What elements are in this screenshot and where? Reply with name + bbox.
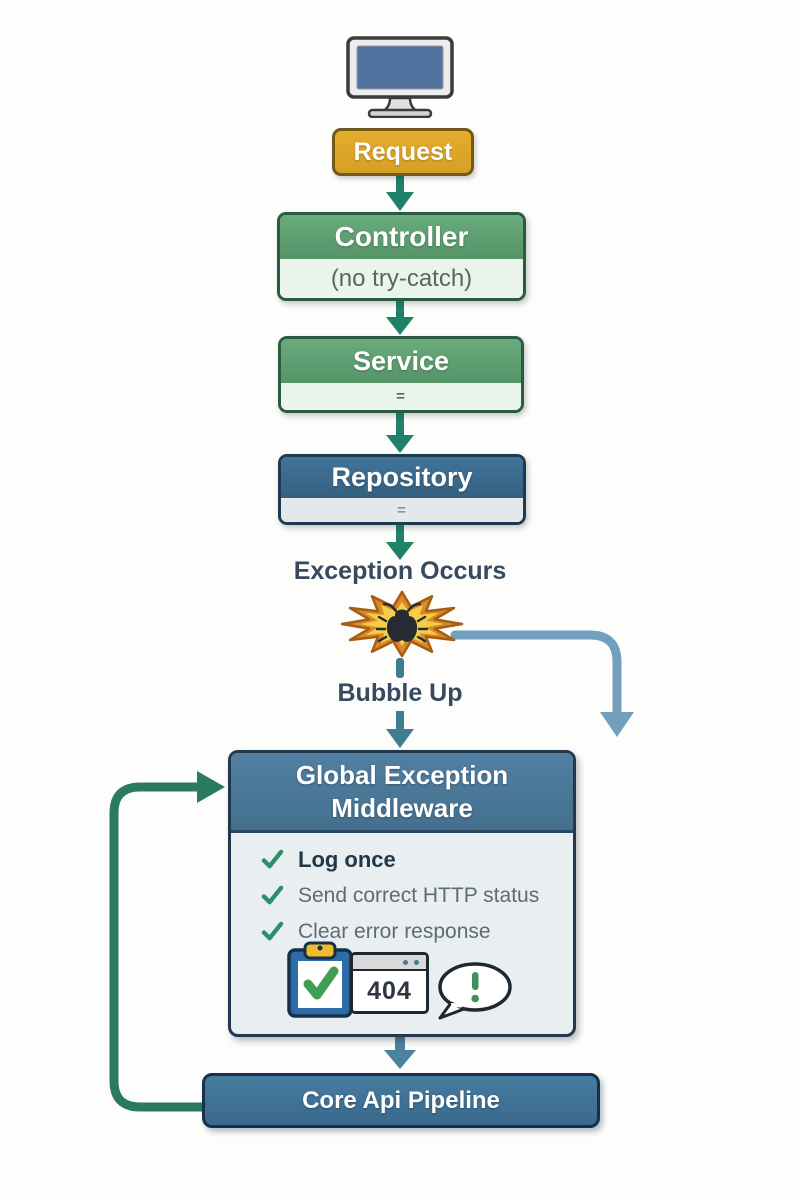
arrow-service-to-repository	[386, 412, 414, 453]
dash-burst-to-bubble	[396, 658, 404, 678]
middleware-node: Global Exception Middleware Log once Sen…	[228, 750, 576, 1037]
checklist-row: Send correct HTTP status	[261, 882, 573, 909]
arrow-bubble-to-middleware	[386, 711, 414, 748]
repository-note: =	[281, 498, 523, 522]
bubble-up-label: Bubble Up	[337, 679, 463, 707]
arrow-pipeline-loop	[109, 782, 207, 1112]
service-note: =	[281, 383, 521, 410]
repository-node: Repository =	[278, 454, 526, 525]
checklist-label: Clear error response	[298, 919, 491, 943]
exception-occurs-label: Exception Occurs	[293, 557, 507, 585]
checklist-label: Send correct HTTP status	[298, 883, 540, 907]
browser-dot-icon	[403, 960, 408, 965]
request-label: Request	[353, 137, 453, 166]
arrow-burst-right-curve-head	[600, 712, 634, 737]
browser-dot-icon	[414, 960, 419, 965]
arrow-controller-to-service	[386, 297, 414, 335]
checklist-label: Log once	[298, 846, 396, 872]
check-icon	[261, 885, 284, 905]
exception-burst-icon	[340, 590, 464, 658]
checklist-row: Log once	[261, 846, 573, 873]
controller-title: Controller	[280, 215, 523, 259]
bug-icon	[375, 602, 429, 643]
middleware-title: Global Exception Middleware	[231, 753, 573, 833]
request-node: Request	[332, 128, 474, 176]
check-icon	[261, 849, 284, 869]
controller-node: Controller (no try-catch)	[277, 212, 526, 301]
arrow-burst-right-curve	[450, 630, 622, 717]
arrow-request-to-controller	[386, 168, 414, 211]
arrow-repository-to-exception	[386, 522, 414, 560]
browser-404-icon: 404	[350, 952, 429, 1014]
browser-titlebar	[353, 955, 426, 971]
repository-title: Repository	[281, 457, 523, 498]
clipboard-check-icon	[287, 941, 353, 1018]
controller-note: (no try-catch)	[280, 259, 523, 298]
status-code-text: 404	[367, 976, 412, 1005]
service-node: Service =	[278, 336, 524, 413]
arrow-pipeline-loop-head	[197, 771, 225, 803]
checklist-row: Clear error response	[261, 918, 573, 945]
pipeline-label: Core Api Pipeline	[302, 1086, 500, 1114]
service-title: Service	[281, 339, 521, 383]
alert-bubble-icon	[438, 962, 512, 1020]
pipeline-node: Core Api Pipeline	[202, 1073, 600, 1128]
monitor-icon	[346, 36, 454, 118]
check-icon	[261, 921, 284, 941]
arrow-middleware-to-pipeline	[384, 1031, 416, 1069]
